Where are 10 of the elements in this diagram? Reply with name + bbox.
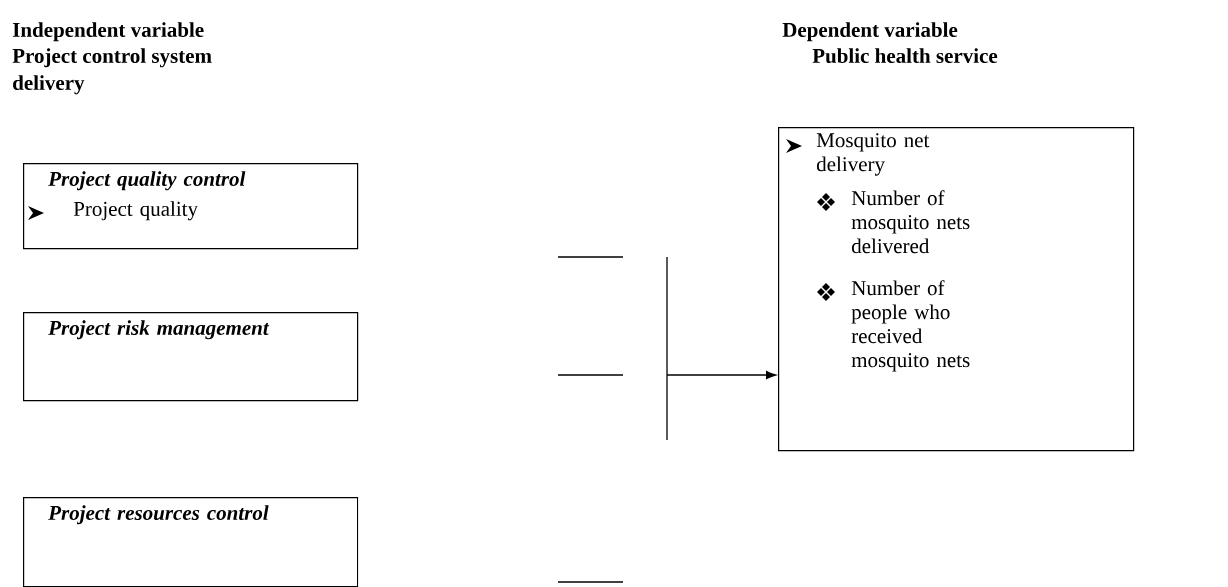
text-box: Project resources control: [23, 497, 359, 587]
heading-text: Independent variable: [12, 22, 204, 42]
text-box: Mosquito net delivery Number of mosquito nets delivered Number of people who received mosquito nets: [778, 127, 1135, 452]
heading-text: delivery: [13, 75, 85, 95]
text-box: Project risk management: [23, 312, 359, 402]
heading-text: Public health service: [812, 48, 998, 64]
text-box: Project quality control Project quality: [23, 163, 359, 250]
heading-text: Dependent variable: [782, 22, 958, 42]
heading-text: Project control system: [12, 48, 212, 68]
arrow: [666, 371, 776, 379]
